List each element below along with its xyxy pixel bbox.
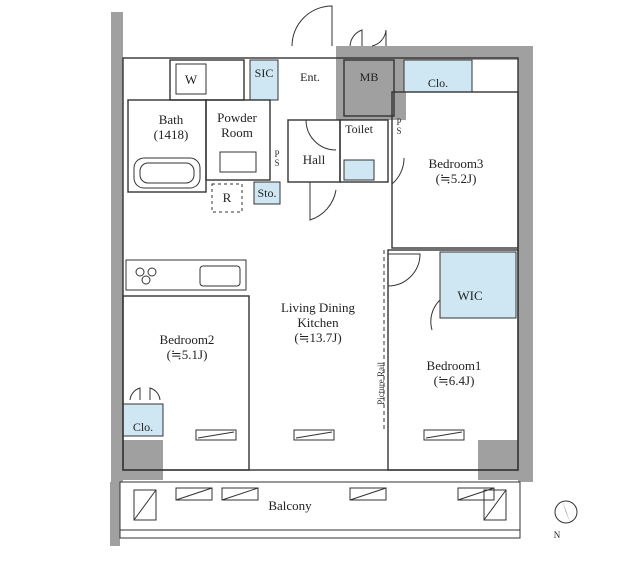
bath-size: (1418) [153, 127, 189, 142]
refrigerator-label: R [222, 190, 232, 205]
closet-left-label: Clo. [132, 420, 154, 434]
washer-label: W [184, 72, 198, 87]
closet-top-label: Clo. [427, 76, 449, 90]
refrigerator-space [211, 183, 243, 213]
sic-label: SIC [254, 66, 274, 80]
ps-mark-left-p: P [274, 149, 280, 159]
ps-mark-right-p: P [396, 117, 402, 127]
bathtub [133, 157, 201, 189]
balcony-label: Balcony [268, 498, 312, 513]
bedroom2-label: Bedroom2 (≒5.1J) [134, 332, 240, 362]
bedroom1-label: Bedroom1 (≒6.4J) [402, 358, 506, 388]
powder-line1: Powder [217, 110, 257, 125]
bedroom1-name: Bedroom1 [426, 358, 482, 373]
window-marks [195, 429, 465, 441]
bath-label: Bath (1418) [142, 112, 200, 142]
ps-mark-right: P S [394, 118, 404, 136]
ldk-label: Living Dining Kitchen (≒13.7J) [256, 300, 380, 345]
ldk-line1: Living Dining [280, 300, 356, 315]
sink [219, 151, 257, 173]
compass-north-label: N [553, 530, 561, 540]
toilet-label: Toilet [345, 122, 373, 136]
mb-label: MB [359, 70, 379, 84]
entrance-label: Ent. [300, 70, 320, 84]
bedroom3-label: Bedroom3 (≒5.2J) [404, 156, 508, 186]
bedroom2-size: (≒5.1J) [166, 347, 208, 362]
bedroom3-name: Bedroom3 [428, 156, 484, 171]
hall-label: Hall [302, 152, 326, 167]
washer [175, 63, 207, 95]
ps-mark-left: P S [272, 150, 282, 168]
ps-mark-left-s: S [274, 158, 280, 168]
powder-room-label: Powder Room [206, 110, 268, 140]
bedroom2-name: Bedroom2 [159, 332, 215, 347]
picture-rail-label: Picture Rail [376, 362, 386, 405]
bath-name: Bath [158, 112, 184, 127]
wic-label: WIC [457, 288, 483, 303]
compass-icon [554, 500, 578, 524]
ps-mark-right-s: S [396, 126, 402, 136]
balcony-area [119, 481, 521, 539]
kitchen-counter [125, 259, 247, 291]
door-swings [129, 5, 441, 401]
powder-line2: Room [221, 125, 253, 140]
storage-label: Sto. [257, 186, 277, 200]
room-outlines [122, 57, 519, 471]
ldk-size: (≒13.7J) [294, 330, 342, 345]
bedroom1-size: (≒6.4J) [433, 373, 475, 388]
bedroom3-size: (≒5.2J) [435, 171, 477, 186]
ldk-line2: Kitchen [297, 315, 339, 330]
